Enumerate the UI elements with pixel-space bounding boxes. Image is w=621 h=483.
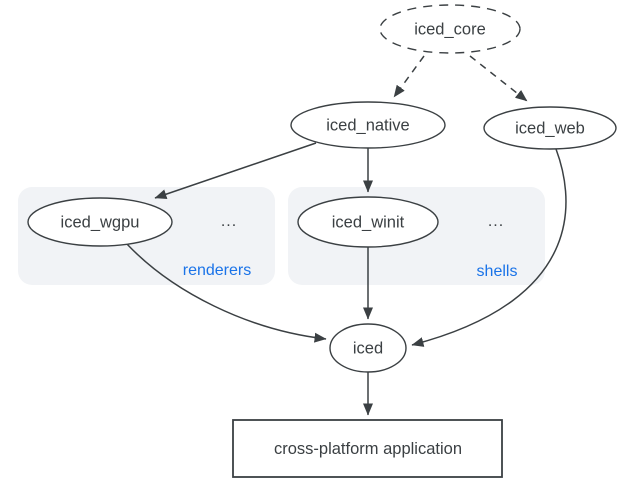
node-iced-winit (297, 196, 439, 248)
edge-iced-core-to-iced-native (393, 55, 425, 98)
shells-cluster-label: shells (477, 263, 518, 280)
shells-ellipsis: ... (488, 213, 504, 230)
node-iced-native (290, 101, 446, 149)
node-iced-web (483, 106, 617, 150)
node-iced-core-label: iced_core (414, 21, 486, 39)
edge-iced-wgpu-to-iced (125, 242, 327, 343)
node-iced-wgpu-label: iced_wgpu (61, 214, 140, 232)
edge-iced-web-to-iced (411, 148, 567, 347)
node-iced-winit-label: iced_winit (332, 214, 405, 232)
node-iced-web-label: iced_web (515, 120, 585, 138)
renderers-ellipsis: ... (221, 213, 237, 230)
node-iced-wgpu (27, 197, 173, 247)
renderers-cluster-label: renderers (183, 262, 251, 279)
node-iced-core (379, 4, 521, 54)
node-iced-label: iced (353, 340, 383, 358)
edge-iced-native-to-iced-wgpu (154, 142, 317, 200)
node-cross-platform-application-label: cross-platform application (274, 440, 462, 458)
node-iced (329, 323, 407, 373)
edge-iced-core-to-iced-web (469, 55, 528, 102)
node-cross-platform-application (232, 419, 503, 478)
node-iced-native-label: iced_native (326, 117, 409, 135)
